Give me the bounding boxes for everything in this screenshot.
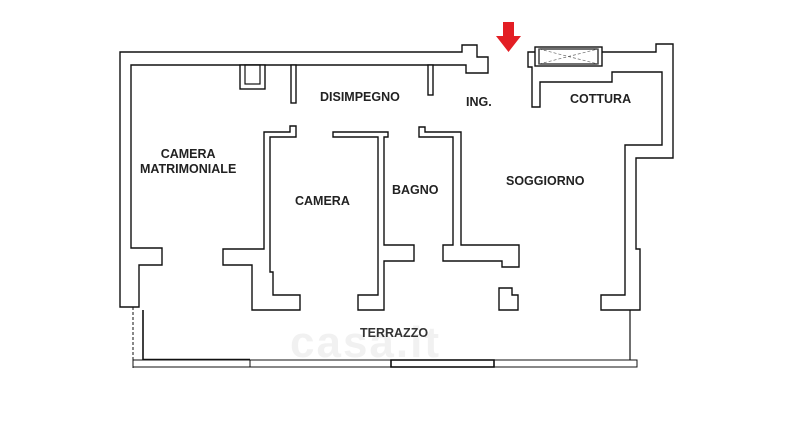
room-label-cottura: COTTURA bbox=[570, 92, 632, 106]
room-label-line: CAMERA bbox=[160, 147, 216, 161]
watermark: casa.it bbox=[290, 318, 441, 367]
room-label-terrazzo: TERRAZZO bbox=[360, 326, 429, 340]
terrace-edge bbox=[132, 307, 638, 368]
wall-stub bbox=[427, 64, 434, 96]
outer-wall-left bbox=[119, 44, 489, 308]
room-label-line: MATRIMONIALE bbox=[140, 162, 237, 176]
closet-inner bbox=[244, 64, 261, 85]
wall-bagno-soggiorno bbox=[418, 126, 520, 268]
room-label-soggiorno: SOGGIORNO bbox=[506, 174, 585, 188]
entrance-arrow-icon bbox=[496, 22, 521, 52]
wall-stub bbox=[290, 64, 297, 104]
pillar bbox=[498, 287, 519, 311]
room-label-ingresso: ING. bbox=[466, 95, 492, 109]
room-label-camera-matrimoniale: CAMERA MATRIMONIALE bbox=[140, 147, 236, 177]
outer-wall-right bbox=[527, 43, 674, 311]
room-label-bagno: BAGNO bbox=[392, 183, 439, 197]
wall-camera-left bbox=[222, 125, 301, 311]
kitchen-hood-inner bbox=[538, 48, 599, 65]
closet bbox=[239, 64, 266, 90]
room-label-disimpegno: DISIMPEGNO bbox=[320, 90, 400, 104]
room-label-camera: CAMERA bbox=[295, 194, 350, 208]
wall-camera-bagno bbox=[332, 131, 415, 311]
